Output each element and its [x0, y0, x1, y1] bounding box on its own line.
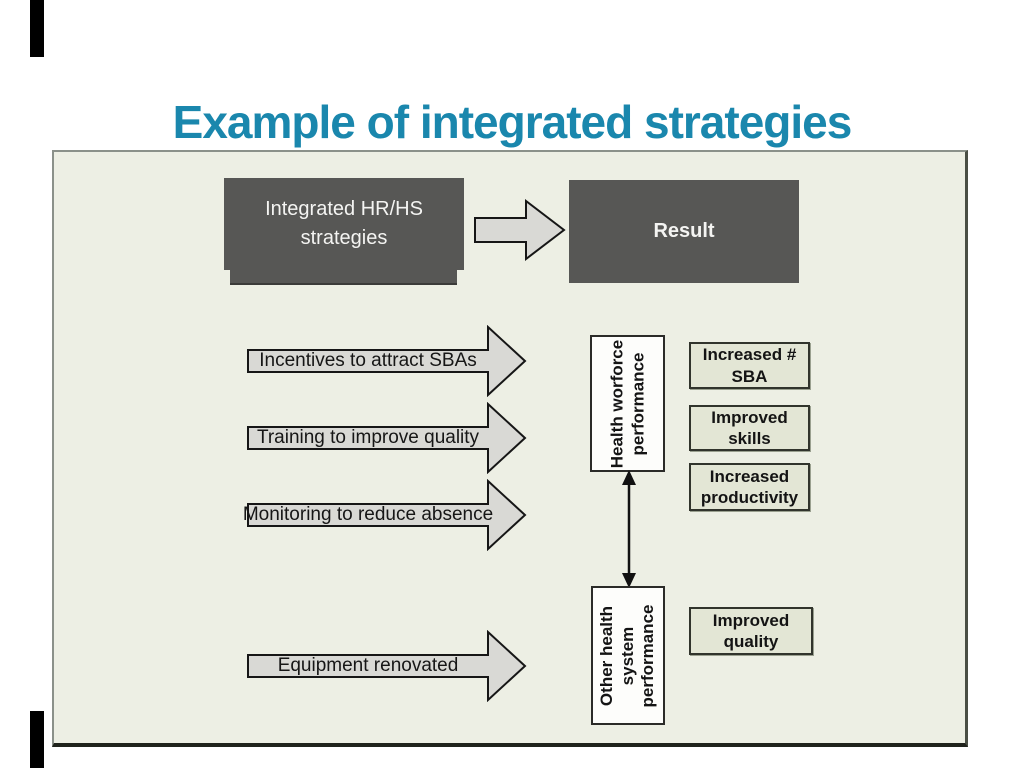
slide-edge-mark-top	[30, 0, 44, 57]
double-arrow-icon	[622, 470, 636, 588]
strategy-arrow-label: Monitoring to reduce absence	[242, 504, 494, 525]
strategy-arrow-label: Training to improve quality	[256, 427, 480, 448]
outcome-box-improved-quality: Improved quality	[689, 607, 813, 655]
outcome-label: Increased productivity	[700, 466, 799, 507]
other-health-system-performance-box: Other health system performance	[591, 586, 665, 725]
outcome-box-increased-sba: Increased # SBA	[689, 342, 810, 389]
strategy-arrow-equipment: Equipment renovated	[247, 630, 527, 702]
right-arrow-icon	[474, 199, 566, 261]
health-workforce-performance-box: Health worforce performance	[590, 335, 665, 472]
other-health-system-performance-label: Other health system performance	[596, 604, 658, 707]
diagram-panel: Integrated HR/HS strategies Result Incen…	[52, 150, 968, 747]
outcome-box-increased-productivity: Increased productivity	[689, 463, 810, 511]
result-box: Result	[569, 180, 799, 283]
outcome-box-improved-skills: Improved skills	[689, 405, 810, 451]
slide-title: Example of integrated strategies	[172, 95, 853, 148]
strategy-arrow-label: Equipment renovated	[277, 655, 459, 676]
strategy-arrow-monitoring: Monitoring to reduce absence	[242, 479, 527, 551]
outcome-label: Improved skills	[711, 407, 788, 448]
result-box-label: Result	[653, 220, 715, 242]
strategies-box-base	[230, 270, 457, 285]
strategy-arrow-training: Training to improve quality	[247, 402, 527, 474]
outcome-label: Improved quality	[712, 610, 790, 651]
slide-edge-mark-bottom	[30, 711, 44, 768]
strategies-box-label: Integrated HR/HS strategies	[265, 198, 423, 249]
strategy-arrow-label: Incentives to attract SBAs	[259, 350, 477, 371]
strategy-arrow-incentives: Incentives to attract SBAs	[247, 325, 527, 397]
outcome-label: Increased # SBA	[702, 345, 797, 386]
strategies-box: Integrated HR/HS strategies	[224, 178, 464, 270]
health-workforce-performance-label: Health worforce performance	[606, 339, 647, 468]
